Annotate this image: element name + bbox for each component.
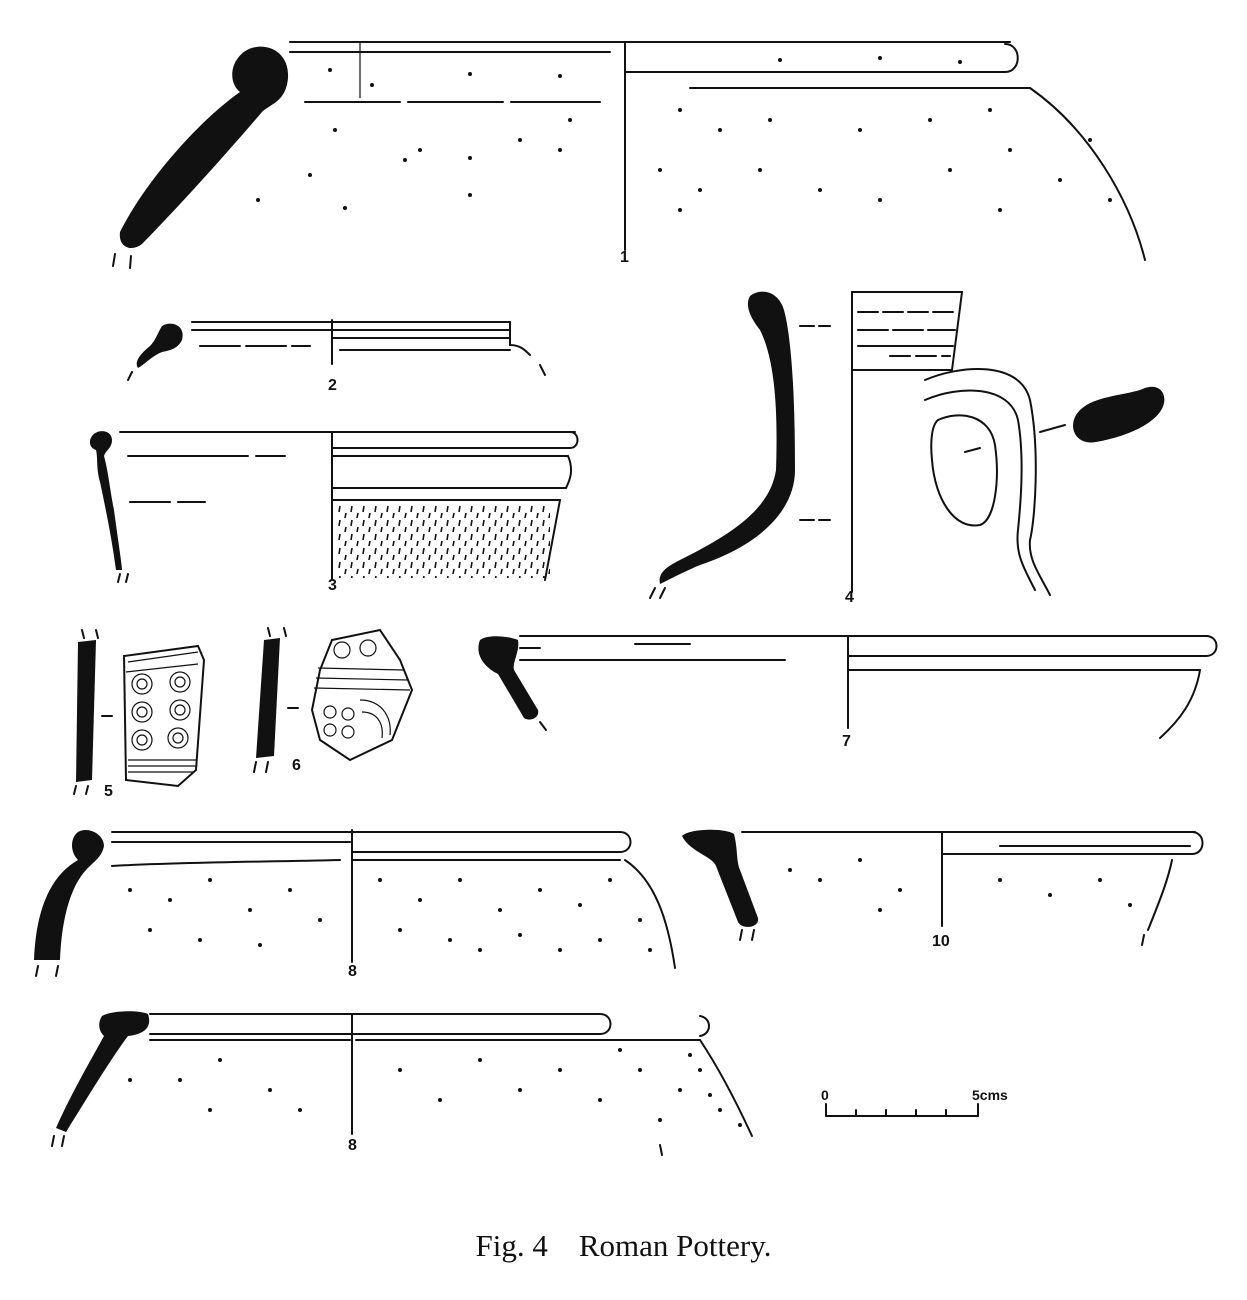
vessel-10-profile xyxy=(682,829,759,927)
vessel-4-label: 4 xyxy=(845,589,854,606)
vessel-4-drawing: 4 xyxy=(649,291,1165,606)
sherd-6-label: 6 xyxy=(292,757,301,774)
sherd-6-profile xyxy=(256,638,280,758)
vessel-8-profile xyxy=(34,829,104,960)
scale-start-label: 0 xyxy=(821,1087,829,1103)
vessel-3-label: 3 xyxy=(328,577,337,594)
vessel-2-profile xyxy=(136,323,183,368)
vessel-2-label: 2 xyxy=(328,377,337,394)
sherd-6-drawing: 6 xyxy=(253,627,414,774)
figure-caption: Fig. 4 Roman Pottery. xyxy=(475,1228,772,1263)
vessel-7-label: 7 xyxy=(842,733,851,750)
vessel-1-drawing: 1 xyxy=(112,41,1146,269)
vessel-8-drawing: 8 xyxy=(34,829,676,980)
vessel-9-drawing: 8 xyxy=(51,1011,753,1156)
sherd-5-label: 5 xyxy=(104,783,113,800)
scale-bar: 0 5cms xyxy=(821,1087,1008,1117)
vessel-8-label: 8 xyxy=(348,963,357,980)
vessel-3-drawing: 3 xyxy=(89,431,579,594)
vessel-1-label: 1 xyxy=(620,249,629,266)
vessel-2-drawing: 2 xyxy=(127,319,546,394)
vessel-10-drawing: 10 xyxy=(682,829,1204,950)
vessel-9-profile xyxy=(56,1011,150,1132)
sherd-5-profile xyxy=(76,640,96,782)
vessel-3-profile xyxy=(89,431,122,570)
vessel-9-label: 8 xyxy=(348,1137,357,1154)
scale-end-label: 5cms xyxy=(972,1087,1008,1103)
sherd-5-drawing: 5 xyxy=(73,629,206,800)
vessel-4-profile xyxy=(659,291,795,584)
vessel-7-profile xyxy=(478,636,539,720)
vessel-1-profile xyxy=(119,46,289,248)
vessel-4-handle-section xyxy=(1073,386,1165,443)
vessel-10-label: 10 xyxy=(932,933,950,950)
vessel-7-drawing: 7 xyxy=(478,635,1218,750)
